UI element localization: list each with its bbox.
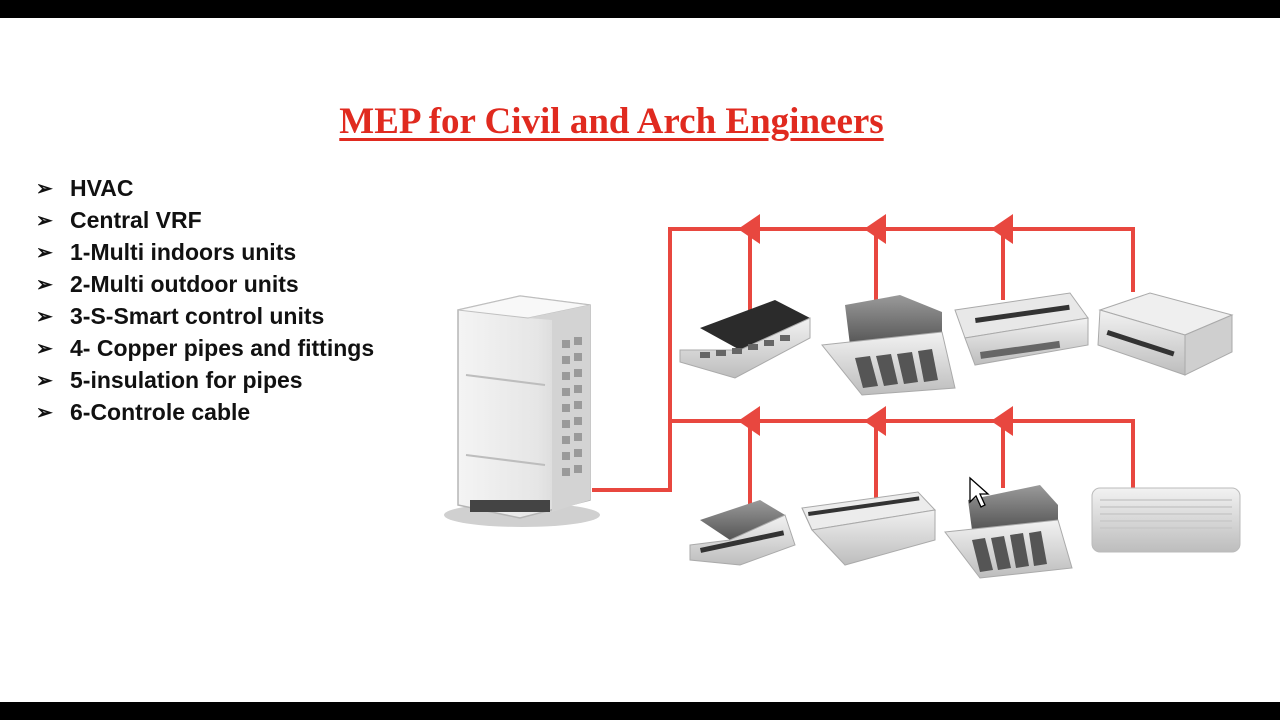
arrow-bullet-icon: ➢ (36, 177, 53, 200)
ceiling-suspended-unit-icon (954, 292, 1089, 366)
arrow-bullet-icon: ➢ (36, 337, 53, 360)
ducted-unit-icon (1097, 292, 1234, 376)
arrow-bullet-icon: ➢ (36, 401, 53, 424)
floor-ceiling-unit-icon (801, 491, 937, 566)
bullet-item: ➢ 1-Multi indoors units (36, 236, 374, 268)
four-way-cassette-unit-icon (821, 295, 956, 396)
bullet-item: ➢ 2-Multi outdoor units (36, 268, 374, 300)
bullet-item: ➢ 5-insulation for pipes (36, 364, 374, 396)
vrf-system-diagram (444, 214, 1241, 579)
bullet-item: ➢ HVAC (36, 172, 374, 204)
bullet-text: 6-Controle cable (70, 398, 251, 425)
flow-arrow-icon (864, 406, 886, 436)
flow-arrow-icon (738, 406, 760, 436)
bullet-item: ➢ 4- Copper pipes and fittings (36, 332, 374, 364)
flow-arrow-icon (864, 214, 886, 244)
flow-arrow-icon (991, 406, 1013, 436)
bullet-text: 3-S-Smart control units (70, 302, 325, 329)
four-way-cassette-unit-icon (944, 485, 1073, 579)
flow-arrow-icon (991, 214, 1013, 244)
arrow-bullet-icon: ➢ (36, 305, 53, 328)
bullet-text: HVAC (70, 174, 134, 201)
bullet-text: 1-Multi indoors units (70, 238, 297, 265)
wall-mounted-unit-icon (1091, 487, 1241, 553)
flow-arrow-icon (738, 214, 760, 244)
arrow-bullet-icon: ➢ (36, 273, 53, 296)
bullet-text: 2-Multi outdoor units (70, 270, 299, 297)
compact-cassette-unit-icon (689, 500, 796, 566)
slide-title: MEP for Civil and Arch Engineers (339, 101, 884, 142)
mouse-cursor-icon (969, 476, 990, 508)
bullet-list: ➢ HVAC ➢ Central VRF ➢ 1-Multi indoors unit… (36, 172, 374, 428)
bullet-item: ➢ 6-Controle cable (36, 396, 374, 428)
refrigerant-pipes (592, 227, 1135, 505)
bullet-text: Central VRF (70, 206, 202, 233)
arrow-bullet-icon: ➢ (36, 209, 53, 232)
arrow-bullet-icon: ➢ (36, 241, 53, 264)
slide: MEP for Civil and Arch Engineers ➢ HVAC ➢… (0, 18, 1280, 702)
bullet-text: 5-insulation for pipes (70, 366, 303, 393)
ceiling-cassette-unit-icon (679, 300, 811, 379)
outdoor-unit-icon (444, 295, 600, 527)
bullet-text: 4- Copper pipes and fittings (70, 334, 375, 361)
bullet-item: ➢ 3-S-Smart control units (36, 300, 374, 332)
flow-arrows (738, 214, 1013, 436)
arrow-bullet-icon: ➢ (36, 369, 53, 392)
bullet-item: ➢ Central VRF (36, 204, 374, 236)
